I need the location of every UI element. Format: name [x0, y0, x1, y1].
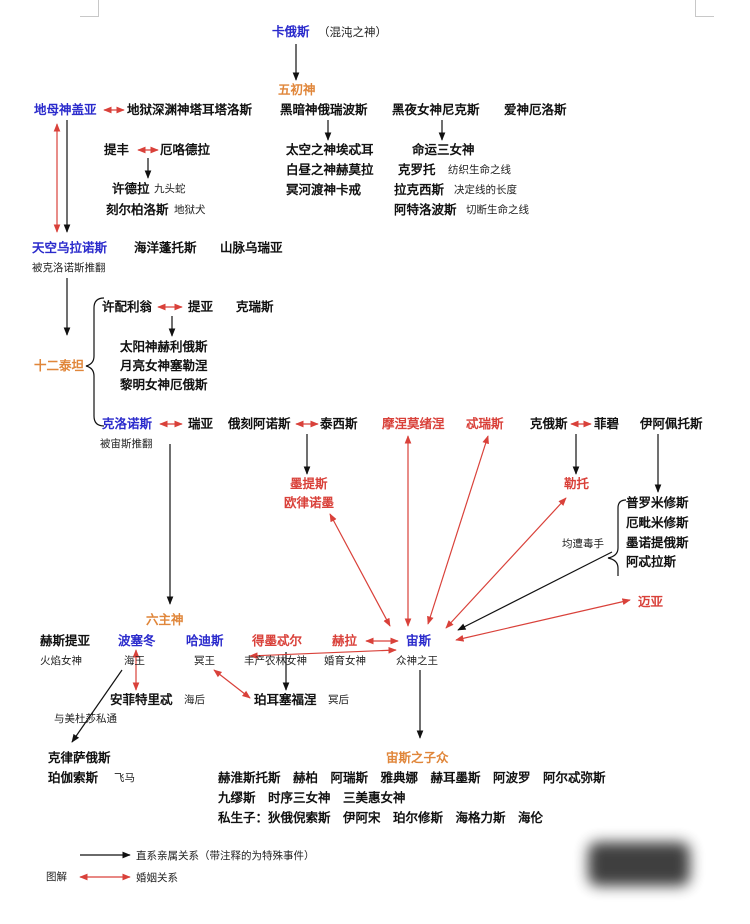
- zeus-note: 众神之王: [396, 655, 438, 667]
- eurynome: 欧律诺墨: [284, 495, 335, 510]
- marriage-arrow: [427, 435, 489, 625]
- medusa-note: 与美杜莎私通: [54, 713, 117, 725]
- hestia: 赫斯提亚: [40, 633, 91, 648]
- page-corner-mark: [80, 0, 99, 17]
- clotho: 克罗托: [398, 162, 436, 177]
- children-row-illegitimate: 私生子：狄俄倪索斯 伊阿宋 珀尔修斯 海格力斯 海伦: [218, 810, 544, 825]
- atlas: 阿忒拉斯: [626, 554, 677, 569]
- cronus: 克洛诺斯: [102, 416, 153, 431]
- tartarus: 地狱深渊神塔耳塔洛斯: [127, 102, 253, 117]
- uranus-note: 被克洛诺斯推翻: [32, 262, 106, 274]
- nyx: 黑夜女神尼克斯: [392, 102, 480, 117]
- marriage-arrow: [213, 669, 251, 699]
- marriage-arrow: [249, 646, 397, 660]
- demeter: 得墨忒尔: [252, 633, 303, 648]
- chaos: 卡俄斯: [272, 24, 310, 39]
- hemera: 白昼之神赫莫拉: [286, 162, 374, 177]
- prometheus: 普罗米修斯: [626, 495, 689, 510]
- demeter-note: 丰产农林女神: [244, 655, 307, 667]
- hydra: 许德拉: [112, 181, 150, 196]
- epimetheus: 厄毗米修斯: [626, 515, 689, 530]
- children-row-legitimate: 赫淮斯托斯 赫柏 阿瑞斯 雅典娜 赫耳墨斯 阿波罗 阿尔忒弥斯: [218, 770, 606, 785]
- selene: 月亮女神塞勒涅: [120, 358, 208, 373]
- tethys: 泰西斯: [320, 416, 358, 431]
- lachesis-note: 决定线的长度: [454, 184, 517, 196]
- rhea: 瑞亚: [188, 416, 214, 431]
- leto: 勒托: [564, 476, 590, 491]
- cerberus: 刻尔柏洛斯: [106, 202, 169, 217]
- metis: 墨提斯: [290, 476, 328, 491]
- victims-note: 均遭毒手: [562, 538, 604, 550]
- eros: 爱神厄洛斯: [504, 102, 567, 117]
- cronus-note: 被宙斯推翻: [100, 438, 153, 450]
- persephone-note: 冥后: [328, 694, 349, 706]
- hera-note: 婚育女神: [324, 655, 366, 667]
- poseidon: 波塞冬: [118, 633, 156, 648]
- titans-brace: [85, 297, 105, 427]
- maia: 迈亚: [638, 594, 664, 609]
- moirai: 命运三女神: [412, 142, 475, 157]
- legend-title: 图解: [46, 871, 67, 883]
- clotho-note: 纺织生命之线: [448, 164, 511, 176]
- phoebe: 菲碧: [594, 416, 620, 431]
- atropos-note: 切断生命之线: [466, 204, 529, 216]
- pegasus-note: 飞马: [114, 772, 135, 784]
- mnemosyne: 摩涅莫绪涅: [382, 416, 445, 431]
- marriage-arrow: [329, 513, 391, 627]
- amphitrite-note: 海后: [184, 694, 205, 706]
- ourea: 山脉乌瑞亚: [220, 240, 283, 255]
- legend-direct-label: 直系亲属关系（带注释的为特殊事件）: [136, 850, 315, 862]
- atropos: 阿特洛波斯: [394, 202, 457, 217]
- amphitrite: 安菲特里忒: [110, 692, 173, 707]
- hera: 赫拉: [332, 633, 358, 648]
- gaia: 地母神盖亚: [34, 102, 97, 117]
- helios: 太阳神赫利俄斯: [120, 339, 208, 354]
- twelve-titans-label: 十二泰坦: [34, 358, 85, 373]
- descent-arrow: [457, 551, 613, 631]
- oceanus: 俄刻阿诺斯: [228, 416, 291, 431]
- menoetius: 墨诺提俄斯: [626, 535, 689, 550]
- erebus: 黑暗神俄瑞波斯: [280, 102, 368, 117]
- uranus: 天空乌拉诺斯: [32, 240, 108, 255]
- hestia-note: 火焰女神: [40, 655, 82, 667]
- marriage-arrow: [445, 497, 567, 629]
- echidna: 厄咯德拉: [160, 142, 211, 157]
- aether: 太空之神埃忒耳: [286, 142, 374, 157]
- descent-arrow: [71, 669, 123, 743]
- cerberus-note: 地狱犬: [174, 204, 206, 216]
- persephone: 珀耳塞福涅: [254, 692, 317, 707]
- pegasus: 珀伽索斯: [48, 770, 99, 785]
- eos: 黎明女神厄俄斯: [120, 377, 208, 392]
- themis: 忒瑞斯: [466, 416, 504, 431]
- charon: 冥河渡神卡戒: [286, 182, 362, 197]
- children-of-zeus-label: 宙斯之子众: [386, 750, 449, 765]
- typhon: 提丰: [104, 142, 130, 157]
- lachesis: 拉克西斯: [394, 182, 445, 197]
- redacted-watermark: [588, 842, 690, 886]
- six-gods-label: 六主神: [146, 612, 184, 627]
- pontus: 海洋蓬托斯: [134, 240, 197, 255]
- crius: 克瑞斯: [236, 299, 274, 314]
- page-corner-mark: [695, 0, 714, 17]
- children-row-groups: 九缪斯 时序三女神 三美惠女神: [218, 790, 406, 805]
- iapetus: 伊阿佩托斯: [640, 416, 703, 431]
- marriage-arrow: [455, 598, 631, 642]
- poseidon-note: 海王: [124, 655, 145, 667]
- hades-note: 冥王: [194, 655, 215, 667]
- coeus: 克俄斯: [530, 416, 568, 431]
- chrysaor: 克律萨俄斯: [48, 750, 111, 765]
- five-primordials-label: 五初神: [278, 82, 316, 97]
- chaos-note: （混沌之神）: [318, 25, 387, 39]
- legend-marriage-label: 婚姻关系: [136, 872, 178, 884]
- hyperion: 许配利翁: [102, 299, 153, 314]
- hydra-note: 九头蛇: [154, 183, 186, 195]
- zeus: 宙斯: [406, 633, 432, 648]
- atlas-brothers-brace: [607, 499, 627, 576]
- hades: 哈迪斯: [186, 633, 224, 648]
- theia: 提亚: [188, 299, 214, 314]
